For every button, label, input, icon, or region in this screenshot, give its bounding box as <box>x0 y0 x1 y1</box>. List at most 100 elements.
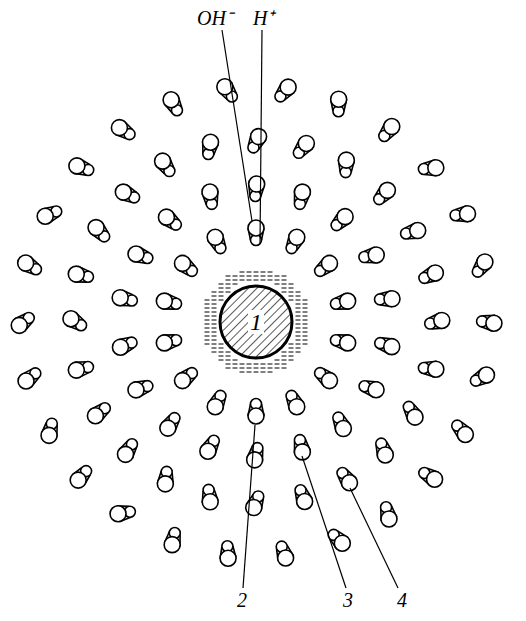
hydroxyl-end <box>289 399 305 415</box>
hydroxyl-end <box>368 382 384 398</box>
layer-hatch <box>240 276 245 277</box>
layer-hatch <box>282 364 287 365</box>
layer-hatch <box>296 308 301 309</box>
particle-number: 1 <box>248 310 264 334</box>
layer-hatch <box>282 292 287 293</box>
layer-hatch <box>247 280 252 281</box>
layer-hatch <box>289 344 294 345</box>
water-dipole <box>70 466 91 489</box>
water-dipole <box>248 220 264 246</box>
layer-hatch <box>275 368 280 369</box>
layer-hatch <box>247 272 252 273</box>
hydroxyl-end <box>202 494 218 510</box>
hydroxyl-end <box>410 223 426 239</box>
hydroxyl-end <box>331 91 347 107</box>
layer-hatch <box>254 272 259 273</box>
layer-hatch <box>303 328 308 329</box>
water-dipole <box>157 466 173 491</box>
layer-hatch <box>212 316 217 317</box>
hydroxyl-end <box>340 293 356 309</box>
water-dipole <box>450 206 475 222</box>
layer-hatch <box>296 332 301 333</box>
layer-hatch <box>247 276 252 277</box>
hydroxyl-end <box>384 291 400 307</box>
layer-hatch <box>212 344 217 345</box>
layer-hatch <box>289 300 294 301</box>
layer-hatch <box>282 356 287 357</box>
layer-hatch <box>254 276 259 277</box>
hydroxyl-end <box>337 209 353 225</box>
hydroxyl-end <box>160 420 176 436</box>
hydroxyl-end <box>297 494 313 510</box>
water-dipole <box>419 265 443 283</box>
layer-hatch <box>205 332 210 333</box>
layer-hatch <box>303 320 308 321</box>
layer-hatch <box>296 296 301 297</box>
layer-hatch <box>303 332 308 333</box>
layer-hatch <box>289 288 294 289</box>
water-dipole <box>330 335 355 351</box>
hydroxyl-end <box>88 220 104 236</box>
layer-hatch <box>282 280 287 281</box>
layer-hatch <box>226 292 231 293</box>
water-dipole <box>286 229 305 253</box>
layer-hatch <box>219 288 224 289</box>
water-dipole <box>18 255 42 275</box>
water-dipole <box>164 527 180 552</box>
water-dipole <box>37 206 62 224</box>
water-dipole <box>315 255 338 276</box>
water-dipole <box>247 443 263 468</box>
water-dipole <box>275 79 296 102</box>
layer-hatch <box>247 372 252 373</box>
layer-hatch <box>289 284 294 285</box>
layer-hatch <box>303 340 308 341</box>
hydroxyl-end <box>379 182 395 198</box>
hydroxyl-end <box>158 209 174 225</box>
water-dipole <box>156 293 181 309</box>
water-dipole <box>202 484 218 509</box>
layer-hatch <box>226 352 231 353</box>
layer-hatch <box>219 300 224 301</box>
layer-hatch <box>268 364 273 365</box>
layer-hatch <box>226 280 231 281</box>
hydroxyl-end <box>298 135 314 151</box>
layer-hatch <box>296 292 301 293</box>
hydroxyl-end <box>156 293 172 309</box>
layer-hatch <box>212 308 217 309</box>
hydroxyl-end <box>341 475 357 491</box>
hydroxyl-end <box>289 229 305 245</box>
water-dipole <box>337 468 357 491</box>
layer-hatch <box>240 364 245 365</box>
layer-hatch <box>303 344 308 345</box>
water-dipole <box>117 439 137 463</box>
ion-label: H⁺ <box>252 8 275 28</box>
layer-hatch <box>261 272 266 273</box>
layer-hatch <box>296 316 301 317</box>
water-dipole <box>155 153 175 176</box>
layer-hatch <box>205 304 210 305</box>
hydroxyl-end <box>427 471 443 487</box>
layer-hatch <box>303 308 308 309</box>
layer-hatch <box>275 280 280 281</box>
layer-hatch <box>247 364 252 365</box>
hydroxyl-end <box>249 176 265 192</box>
hydroxyl-end <box>18 373 34 389</box>
layer-hatch <box>205 300 210 301</box>
layer-hatch <box>212 340 217 341</box>
leader-line <box>222 30 252 221</box>
water-dipole <box>163 92 182 116</box>
water-dipole <box>418 160 443 176</box>
hydroxyl-end <box>207 399 223 415</box>
hydroxyl-end <box>68 362 84 378</box>
water-dipole <box>328 529 350 551</box>
hydroxyl-end <box>434 312 450 328</box>
water-dipole <box>18 368 41 389</box>
water-dipole <box>330 293 355 309</box>
water-dipole <box>175 255 198 276</box>
layer-hatch <box>275 284 280 285</box>
layer-hatch <box>268 280 273 281</box>
layer-hatch <box>219 348 224 349</box>
leader-line <box>243 425 255 588</box>
hydroxyl-end <box>251 129 267 145</box>
layer-hatch <box>261 372 266 373</box>
